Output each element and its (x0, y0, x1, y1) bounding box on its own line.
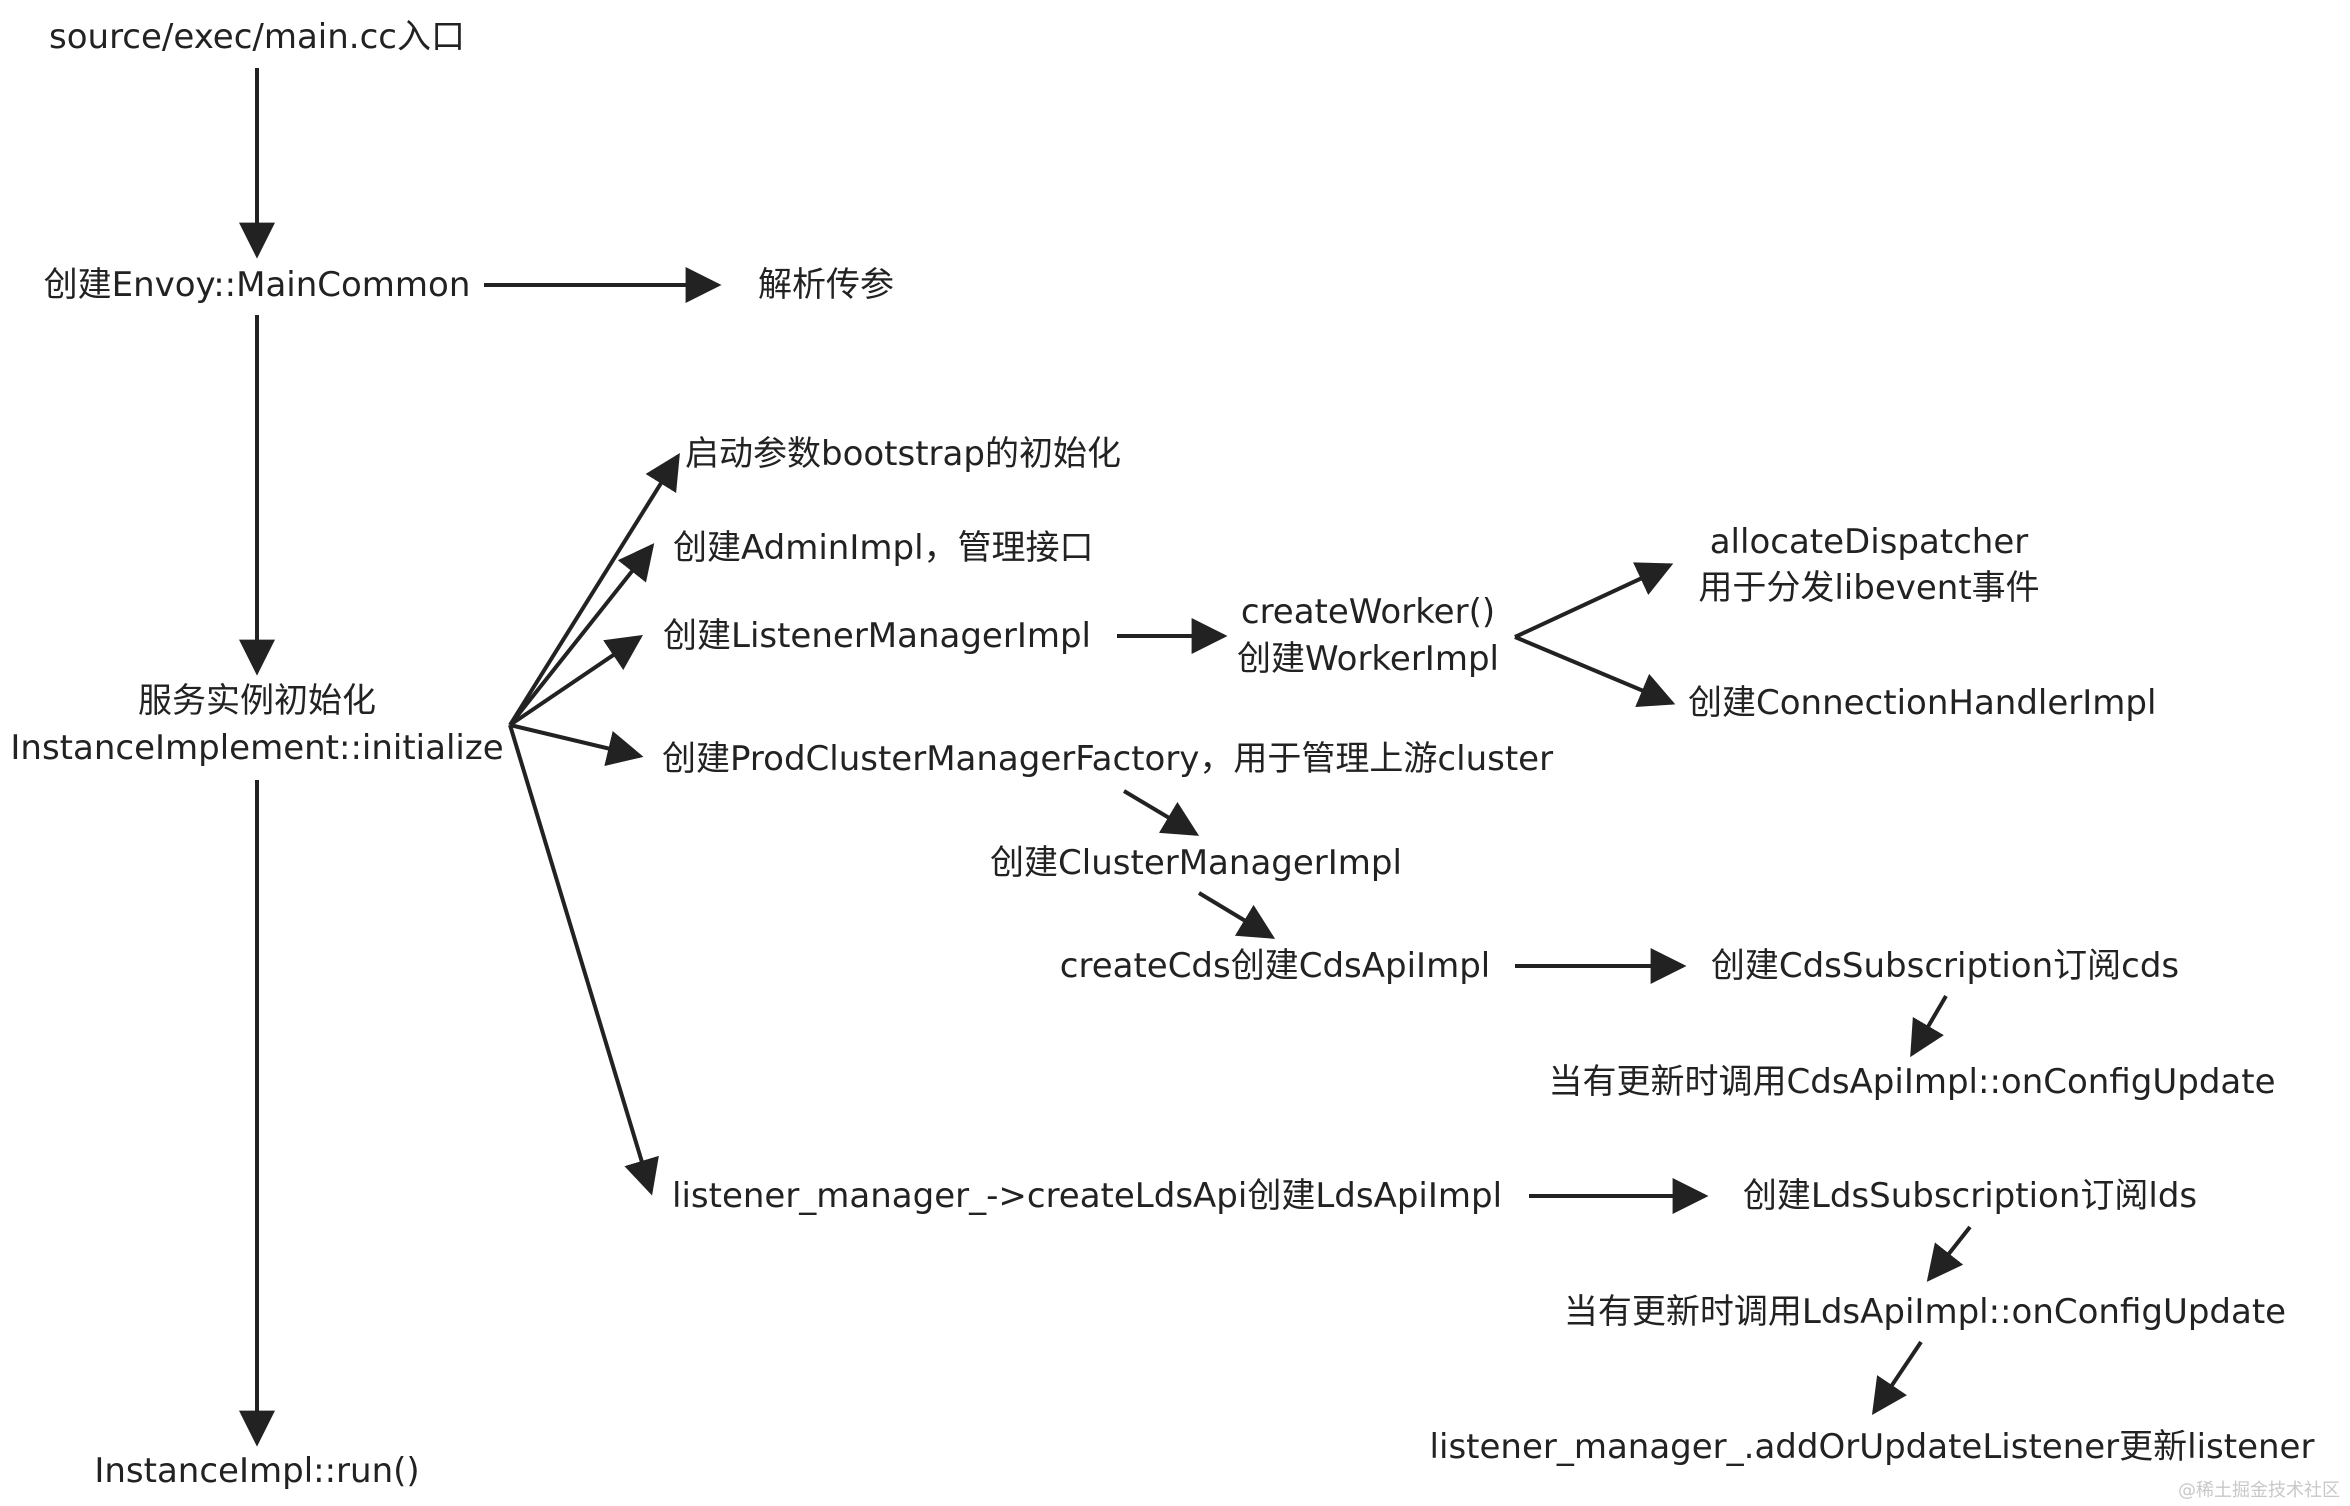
arrow-init-to-listener-manager (508, 634, 643, 727)
arrow-init-to-bootstrap (508, 452, 680, 727)
arrow-lds-update-to-add-listener (1871, 1340, 1923, 1415)
node-lds-update: 当有更新时调用LdsApiImpl::onConfigUpdate (1564, 1292, 2286, 1332)
arrow-worker-to-connection-handler (1514, 635, 1676, 708)
node-cds-subscription: 创建CdsSubscription订阅cds (1711, 946, 2179, 986)
node-create-worker-line2: 创建WorkerImpl (1237, 639, 1499, 679)
arrow-worker-to-dispatcher (1514, 562, 1674, 639)
node-lds-subscription: 创建LdsSubscription订阅lds (1743, 1176, 2197, 1216)
node-server-init-line2: InstanceImplement::initialize (10, 728, 503, 768)
node-add-listener: listener_manager_.addOrUpdateListener更新l… (1430, 1427, 2315, 1467)
node-create-worker-line1: createWorker() (1241, 592, 1495, 632)
node-run: InstanceImpl::run() (94, 1451, 419, 1491)
arrow-init-to-cluster-factory (509, 723, 644, 766)
node-main-common: 创建Envoy::MainCommon (44, 265, 471, 305)
node-listener-manager: 创建ListenerManagerImpl (663, 616, 1091, 656)
node-server-init-line1: 服务实例初始化 (138, 681, 376, 721)
watermark: @稀土掘金技术社区 (2178, 1480, 2340, 1501)
node-create-lds: listener_manager_->createLdsApi创建LdsApiI… (672, 1176, 1502, 1216)
node-allocate-dispatcher-line1: allocateDispatcher (1710, 522, 2029, 562)
node-bootstrap-init: 启动参数bootstrap的初始化 (685, 434, 1121, 474)
node-allocate-dispatcher-line2: 用于分发libevent事件 (1698, 568, 2039, 608)
arrow-cds-subscription-to-cds-update (1910, 994, 1948, 1058)
node-cluster-manager: 创建ClusterManagerImpl (990, 843, 1402, 883)
arrow-init-to-admin (508, 543, 655, 727)
arrow-lds-subscription-to-lds-update (1926, 1225, 1972, 1282)
arrow-cluster-manager-to-create-cds (1197, 891, 1276, 939)
node-admin-impl: 创建AdminImpl，管理接口 (673, 528, 1094, 568)
arrow-factory-to-cluster-manager (1122, 789, 1200, 836)
node-entry: source/exec/main.cc入口 (49, 17, 465, 57)
node-cluster-factory: 创建ProdClusterManagerFactory，用于管理上游cluste… (662, 739, 1553, 779)
node-cds-update: 当有更新时调用CdsApiImpl::onConfigUpdate (1549, 1062, 2276, 1102)
node-connection-handler: 创建ConnectionHandlerImpl (1688, 683, 2156, 723)
node-create-cds: createCds创建CdsApiImpl (1060, 946, 1490, 986)
arrow-init-to-create-lds (508, 724, 659, 1196)
node-parse-args: 解析传参 (758, 265, 894, 305)
